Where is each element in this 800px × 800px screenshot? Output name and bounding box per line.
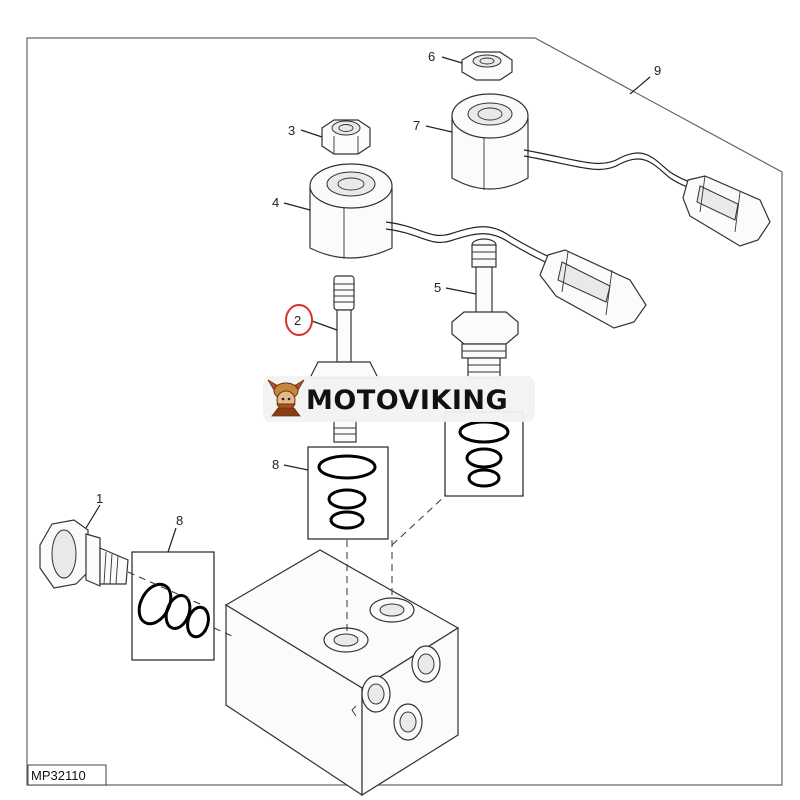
callout-2-highlight: [285, 304, 313, 336]
callout-6: 6: [428, 49, 435, 64]
callout-5: 5: [434, 280, 441, 295]
diagram-frame: [26, 37, 783, 786]
callout-7: 7: [413, 118, 420, 133]
part-5-valve-stem: [451, 238, 519, 379]
part-4-solenoid-coil: [309, 163, 561, 270]
part-7-connector: [682, 175, 771, 247]
part-6-nut: [461, 51, 513, 81]
part-4-connector: [539, 249, 647, 329]
callout-3: 3: [288, 123, 295, 138]
part-8-oring-kit-left: [131, 551, 215, 661]
valve-block: [224, 549, 460, 797]
watermark-text: MOTOVIKING: [306, 385, 508, 416]
leader-lines: [85, 56, 651, 553]
callout-8-center: 8: [272, 457, 279, 472]
part-7-solenoid-coil: [451, 93, 713, 197]
figure-id-box: [27, 764, 107, 786]
part-3-nut: [321, 119, 371, 155]
assembly-guide-lines: [127, 495, 446, 637]
callout-4: 4: [272, 195, 279, 210]
part-oring-kit-right: [444, 411, 524, 497]
callout-1: 1: [96, 491, 103, 506]
figure-id: MP32110: [31, 768, 86, 783]
watermark-badge: MOTOVIKING: [263, 376, 535, 422]
callout-labels: 1 2 3 4 5 6 7 8 8 9: [96, 49, 661, 528]
part-8-oring-kit-center: [307, 446, 389, 540]
part-1-cartridge-plug: [39, 519, 129, 589]
callout-8-left: 8: [176, 513, 183, 528]
viking-logo-icon: [267, 379, 305, 417]
callout-9: 9: [654, 63, 661, 78]
callout-2: 2: [294, 313, 301, 328]
part-2-valve-stem: [309, 275, 379, 443]
